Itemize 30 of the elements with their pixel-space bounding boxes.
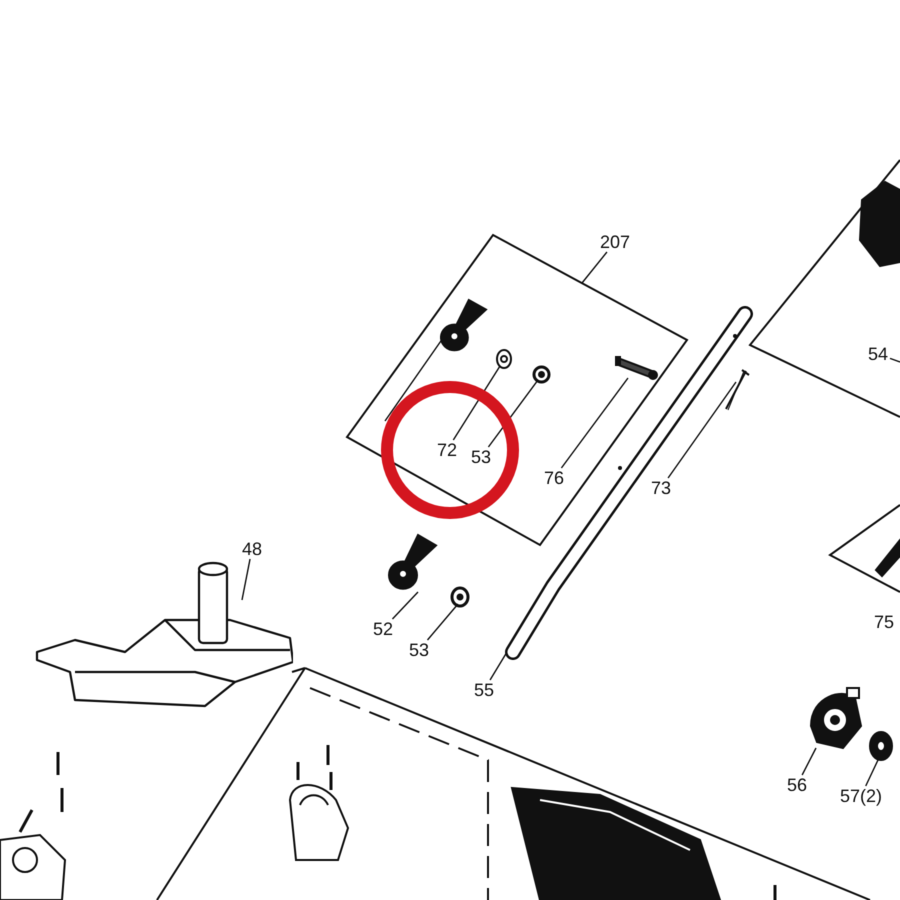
wheel-drawing	[868, 730, 894, 762]
callout-number: 75	[874, 612, 894, 633]
washer-drawing	[450, 586, 470, 608]
callout-number: 52	[371, 619, 395, 639]
callout-number: 56	[785, 775, 809, 795]
leader-line	[426, 604, 459, 640]
leader-line	[241, 558, 251, 600]
callout-number: 57(2)	[834, 786, 888, 806]
leader-line	[865, 760, 879, 786]
washer-drawing	[532, 365, 551, 384]
leader-line	[452, 366, 501, 440]
leader-line	[890, 358, 900, 363]
callout-number: 207	[598, 232, 632, 252]
leader-line	[392, 592, 418, 620]
callout-number: 73	[649, 478, 673, 498]
leader-line	[581, 252, 608, 284]
callout-number: 55	[472, 680, 496, 700]
callout-number: 53	[407, 640, 431, 660]
pin-drawing	[615, 355, 658, 380]
kit-frame	[345, 233, 688, 546]
callout-number: 54	[866, 344, 890, 364]
leader-line	[560, 378, 629, 468]
base-drawing	[35, 560, 293, 708]
leader-line	[489, 652, 508, 680]
callout-number: 53	[469, 447, 493, 467]
leader-line	[802, 748, 817, 776]
callout-number: 72	[435, 440, 459, 460]
callout-number: 76	[542, 468, 566, 488]
callout-number: 48	[240, 539, 264, 559]
leader-line	[668, 382, 737, 478]
